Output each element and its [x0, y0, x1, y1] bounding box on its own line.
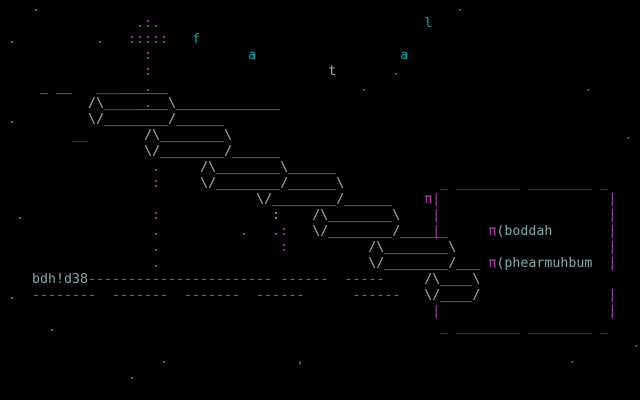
- magenta-decoration-layer: . . .:. . . ::::: : : . .: [8, 0, 640, 383]
- cyan-letters-layer: l f a a ___ ____ __: [72, 16, 433, 143]
- chain-ascii-art-layer: t _ __ _________ /\________\____________…: [40, 64, 481, 303]
- credits-text-layer: (boddah (phearmuhbum bdh!d38: [32, 224, 593, 287]
